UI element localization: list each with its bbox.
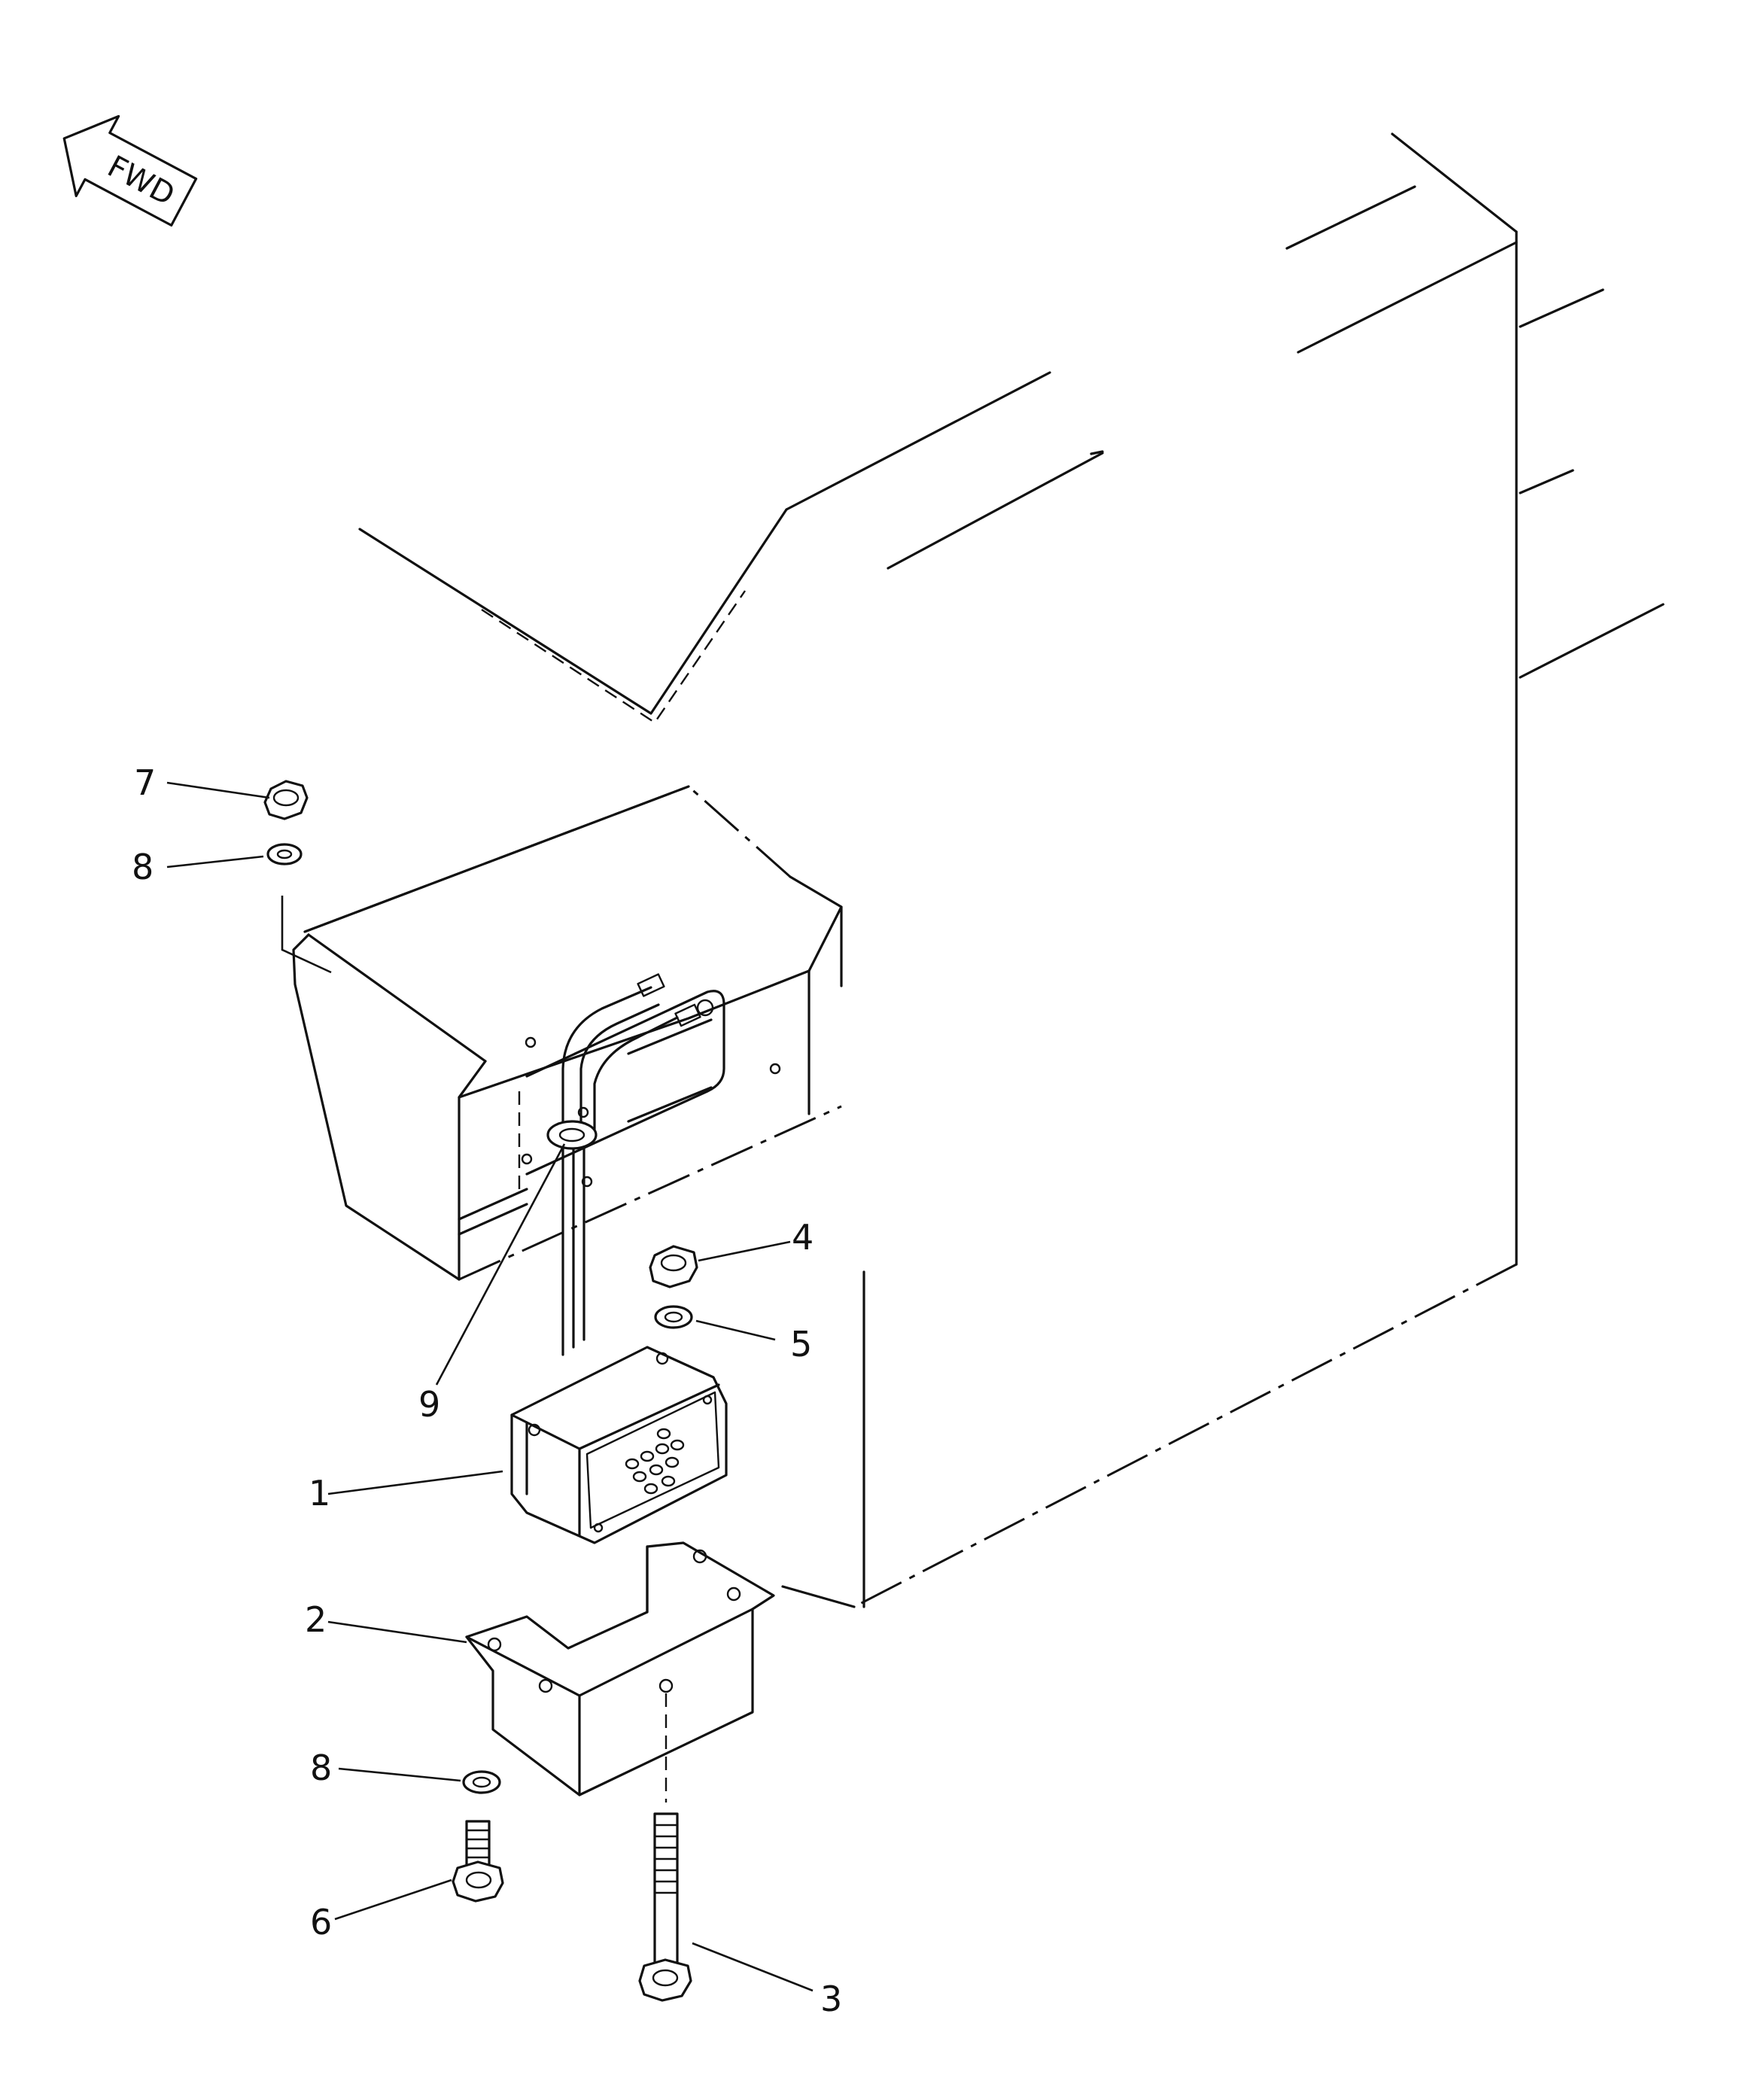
fwd-arrow-icon: FWD	[62, 114, 198, 227]
part-2-bracket	[465, 1541, 775, 1802]
callout-8-top: 8	[132, 847, 154, 887]
callout-5: 5	[790, 1324, 812, 1364]
callout-6: 6	[310, 1902, 332, 1942]
wire-harness	[546, 973, 714, 1356]
callout-2: 2	[305, 1599, 327, 1640]
callout-9: 9	[418, 1384, 440, 1425]
callout-4: 4	[792, 1217, 814, 1258]
part-8-washer-top	[266, 843, 303, 865]
part-6-bolt	[452, 1820, 504, 1903]
leader-lines	[166, 781, 814, 1992]
part-1-connector-box	[510, 1346, 728, 1544]
pin-cluster-icon	[625, 1428, 685, 1495]
part-3-bolt	[638, 1812, 692, 2002]
callout-1: 1	[309, 1473, 330, 1513]
part-4-nut	[649, 1245, 698, 1288]
part-8-washer-bottom	[462, 1770, 501, 1794]
machine-body-outline	[358, 132, 1665, 1608]
part-7-nut	[263, 780, 309, 820]
callout-8-bottom: 8	[310, 1748, 332, 1788]
part-5-washer	[654, 1305, 693, 1329]
callout-7: 7	[134, 762, 156, 803]
housing-box	[292, 785, 843, 1281]
fwd-label: FWD	[102, 149, 180, 212]
grommet-9	[546, 1120, 598, 1150]
stud-guide-line	[281, 896, 332, 974]
callout-3: 3	[820, 1979, 842, 2019]
